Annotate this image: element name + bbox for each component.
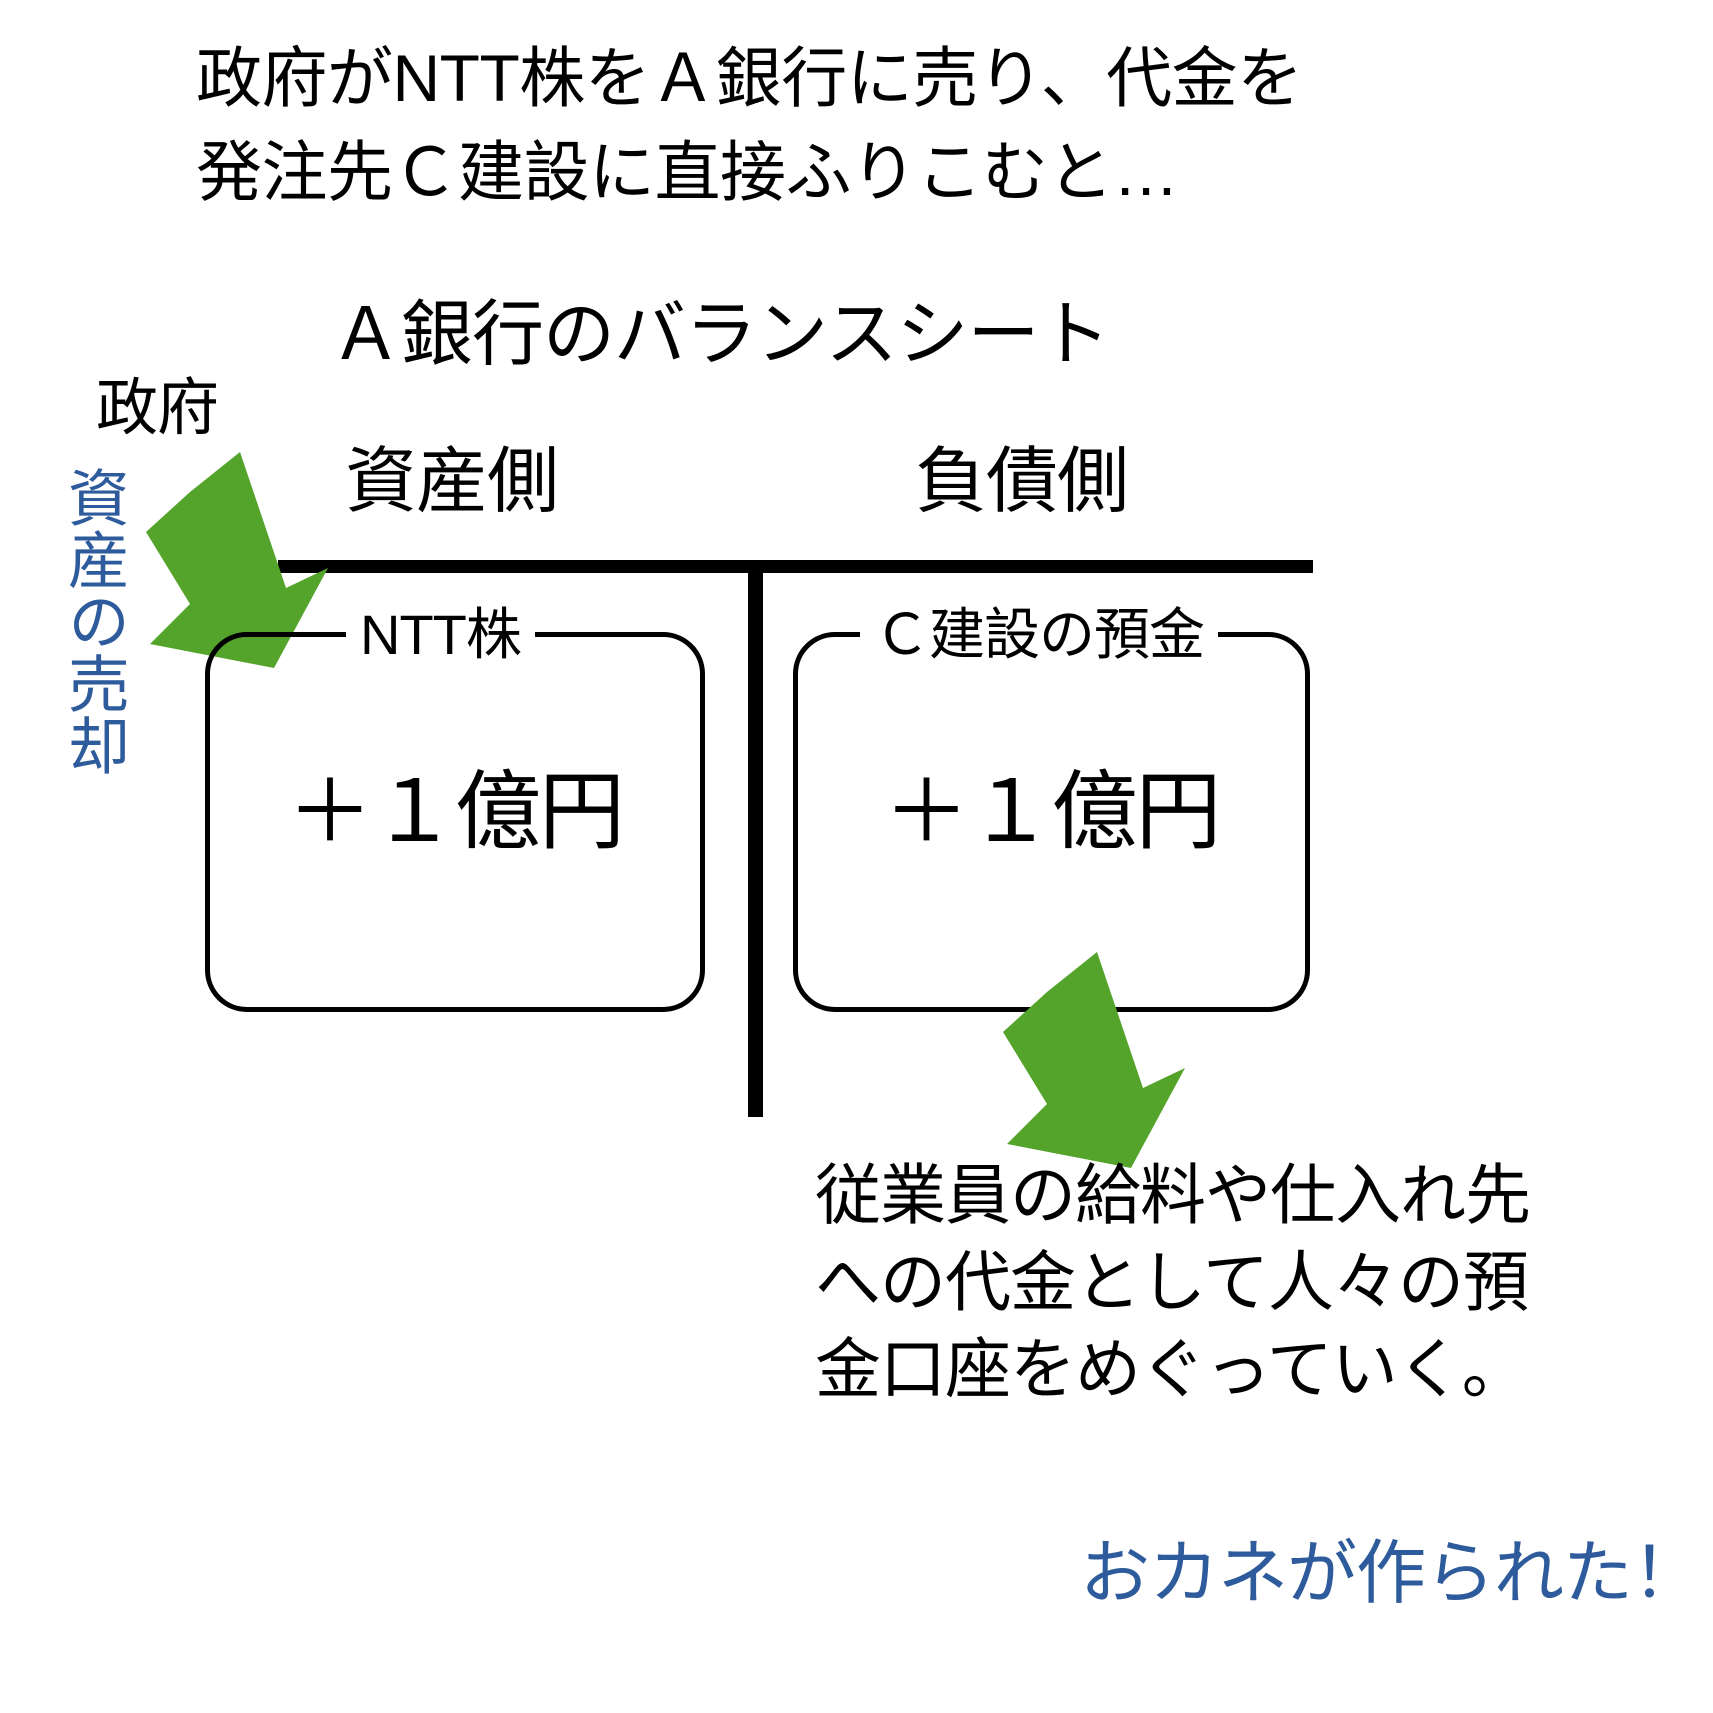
down-right-arrow-icon bbox=[146, 452, 328, 668]
assets-column-header: 資産側 bbox=[345, 442, 559, 522]
balance-sheet-title: Ａ銀行のバランスシート bbox=[330, 295, 1111, 375]
government-label: 政府 bbox=[96, 374, 219, 443]
down-right-arrow-icon bbox=[1003, 952, 1185, 1168]
assets-box-legend: NTT株 bbox=[346, 599, 535, 671]
liabilities-box-amount: ＋１億円 bbox=[883, 764, 1222, 860]
t-account-horizontal-rule bbox=[278, 560, 1313, 573]
assets-box-amount: ＋１億円 bbox=[287, 764, 625, 860]
liabilities-box-legend: Ｃ建設の預金 bbox=[860, 599, 1218, 671]
government-to-assets-arrow bbox=[128, 440, 328, 675]
money-flow-explanation: 従業員の給料や仕入れ先 への代金として人々の預 金口座をめぐっていく。 bbox=[815, 1158, 1531, 1407]
header-caption: 政府がNTT株をＡ銀行に売り、代金を 発注先Ｃ建設に直接ふりこむと… bbox=[196, 41, 1303, 209]
money-created-conclusion: おカネが作られた！ bbox=[1080, 1534, 1702, 1612]
deposit-outflow-arrow bbox=[985, 940, 1185, 1175]
asset-sale-vertical-label: 資産の売却 bbox=[57, 466, 127, 776]
liabilities-column-header: 負債側 bbox=[915, 442, 1129, 522]
assets-entry-box: NTT株 ＋１億円 bbox=[205, 599, 705, 1012]
t-account-vertical-divider bbox=[748, 560, 763, 1117]
